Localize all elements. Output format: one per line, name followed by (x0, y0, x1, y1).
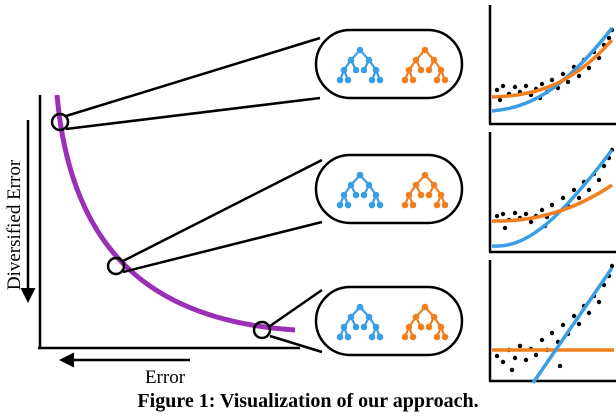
tree-blue-middle-icon (336, 171, 384, 209)
panel-top-data-points (494, 27, 615, 103)
tree-blue-bottom-icon (336, 303, 384, 341)
tree-orange-top-icon (401, 46, 449, 84)
pareto-point-middle (106, 256, 126, 276)
tree-orange-bottom-icon (401, 303, 449, 341)
pareto-point-top (50, 112, 70, 132)
panel-bottom-data-points (494, 263, 615, 373)
panel-bottom-blue-fit (531, 267, 614, 384)
figure-caption: Figure 1: Visualization of our approach. (137, 390, 479, 412)
panel-top (488, 5, 616, 126)
pareto-curve (54, 94, 296, 333)
x-axis-label: Error (145, 367, 186, 388)
panel-middle-blue-fit (491, 148, 614, 248)
panel-middle (488, 132, 616, 254)
panel-bottom (488, 260, 616, 384)
pareto-point-bottom (252, 320, 272, 340)
pill-bottom (314, 285, 464, 357)
tree-blue-top-icon (336, 46, 384, 84)
pill-top (314, 28, 464, 100)
tree-orange-middle-icon (401, 171, 449, 209)
tree-icons (336, 46, 449, 341)
panel-top-orange-fit (491, 38, 614, 99)
main-axes (38, 95, 300, 350)
panel-top-blue-fit (491, 26, 614, 113)
panel-middle-orange-fit (491, 183, 613, 223)
connector-lines (65, 36, 323, 354)
pill-middle (314, 153, 464, 225)
y-axis-label: Diversified Error (4, 159, 25, 290)
